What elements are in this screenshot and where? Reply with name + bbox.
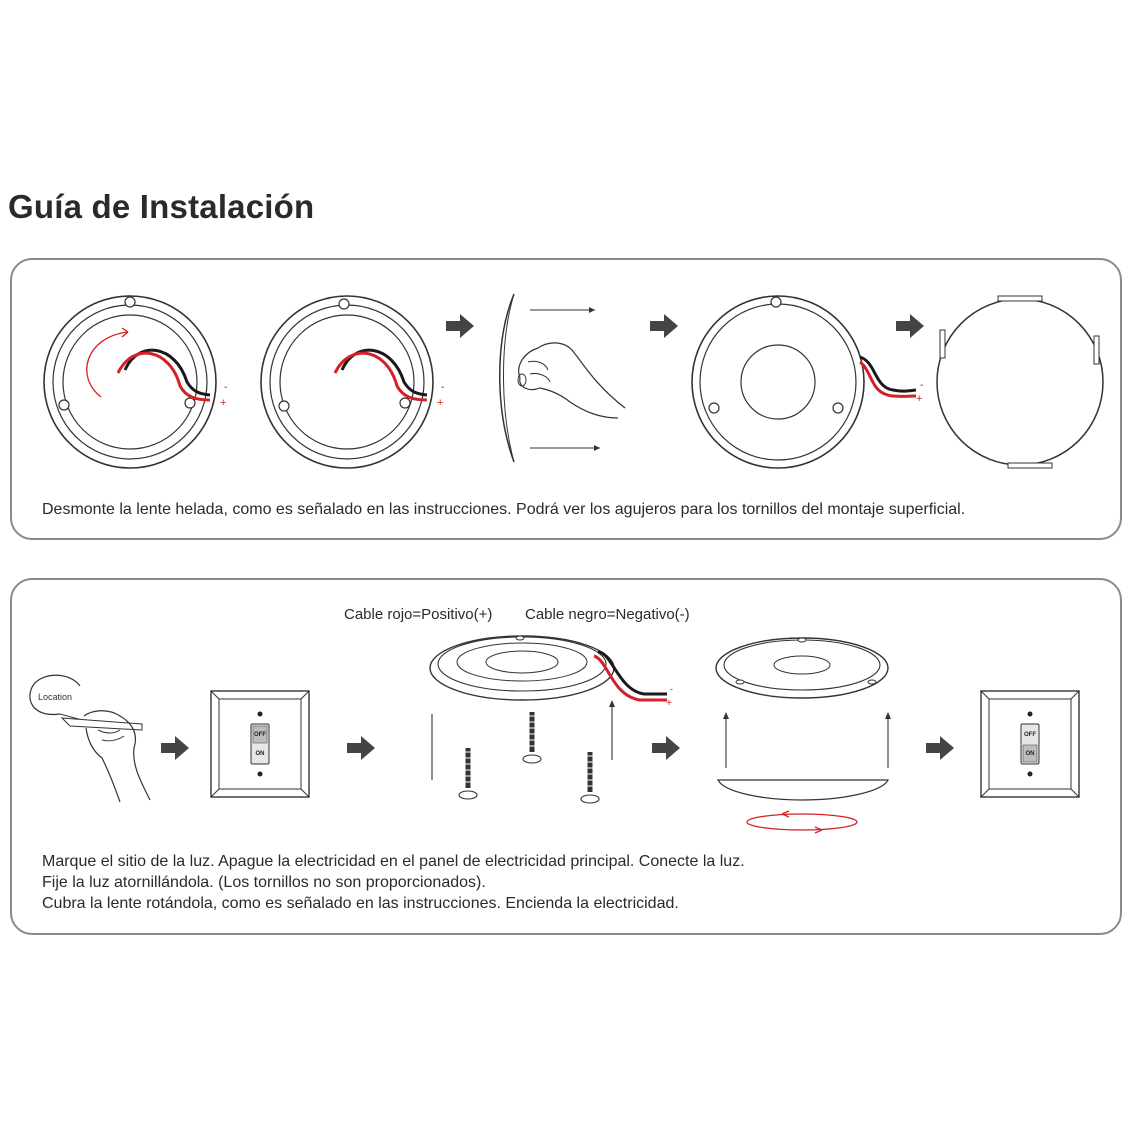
screw-icon: [458, 748, 478, 800]
step-1-caption: Desmonte la lente helada, como es señala…: [42, 501, 966, 518]
minus-sign: -: [920, 380, 923, 391]
wall-switch-on: OFF ON: [980, 690, 1080, 800]
hand-marking-location-illustration: Location: [29, 674, 151, 803]
hand-pulling-lens-illustration: [499, 293, 626, 463]
screw-icon: [580, 752, 600, 804]
next-step-arrow-icon: [926, 736, 954, 760]
switch-on-label: ON: [1026, 751, 1035, 757]
fixture-with-wires-illustration: - +: [260, 295, 444, 469]
plus-sign: +: [437, 397, 443, 409]
switch-off-label: OFF: [1024, 732, 1036, 738]
step-panel-remove-lens: - + - +: [10, 258, 1122, 540]
step-2-caption: Marque el sitio de la luz. Apague la ele…: [42, 851, 745, 914]
caption-line: Fije la luz atornillándola. (Los tornill…: [42, 874, 486, 891]
next-step-arrow-icon: [161, 736, 189, 760]
minus-sign: -: [670, 684, 673, 694]
location-label: Location: [38, 692, 72, 702]
next-step-arrow-icon: [650, 314, 678, 338]
plus-sign: +: [916, 393, 922, 405]
red-wire-label: Cable rojo=Positivo(+): [344, 606, 493, 623]
minus-sign: -: [441, 382, 444, 393]
next-step-arrow-icon: [896, 314, 924, 338]
fixture-rotate-illustration: - +: [43, 295, 227, 469]
next-step-arrow-icon: [446, 314, 474, 338]
fixture-screws-illustration: - +: [429, 635, 673, 804]
frosted-lens-illustration: [936, 295, 1104, 469]
plus-sign: +: [220, 397, 226, 409]
lens-rotate-illustration: [715, 637, 891, 834]
next-step-arrow-icon: [652, 736, 680, 760]
switch-off-label: OFF: [254, 732, 266, 738]
caption-line: Cubra la lente rotándola, como es señala…: [42, 895, 679, 912]
plus-sign: +: [666, 698, 672, 709]
wall-switch-off: OFF ON: [210, 690, 310, 800]
switch-on-label: ON: [256, 751, 265, 757]
black-wire-label: Cable negro=Negativo(-): [525, 606, 690, 623]
caption-line: Marque el sitio de la luz. Apague la ele…: [42, 853, 745, 870]
next-step-arrow-icon: [347, 736, 375, 760]
screw-icon: [522, 712, 542, 764]
base-exposed-illustration: - +: [691, 295, 923, 469]
minus-sign: -: [224, 382, 227, 393]
step-panel-mount-fixture: Cable rojo=Positivo(+) Cable negro=Negat…: [10, 578, 1122, 935]
page-title: Guía de Instalación: [8, 188, 315, 225]
